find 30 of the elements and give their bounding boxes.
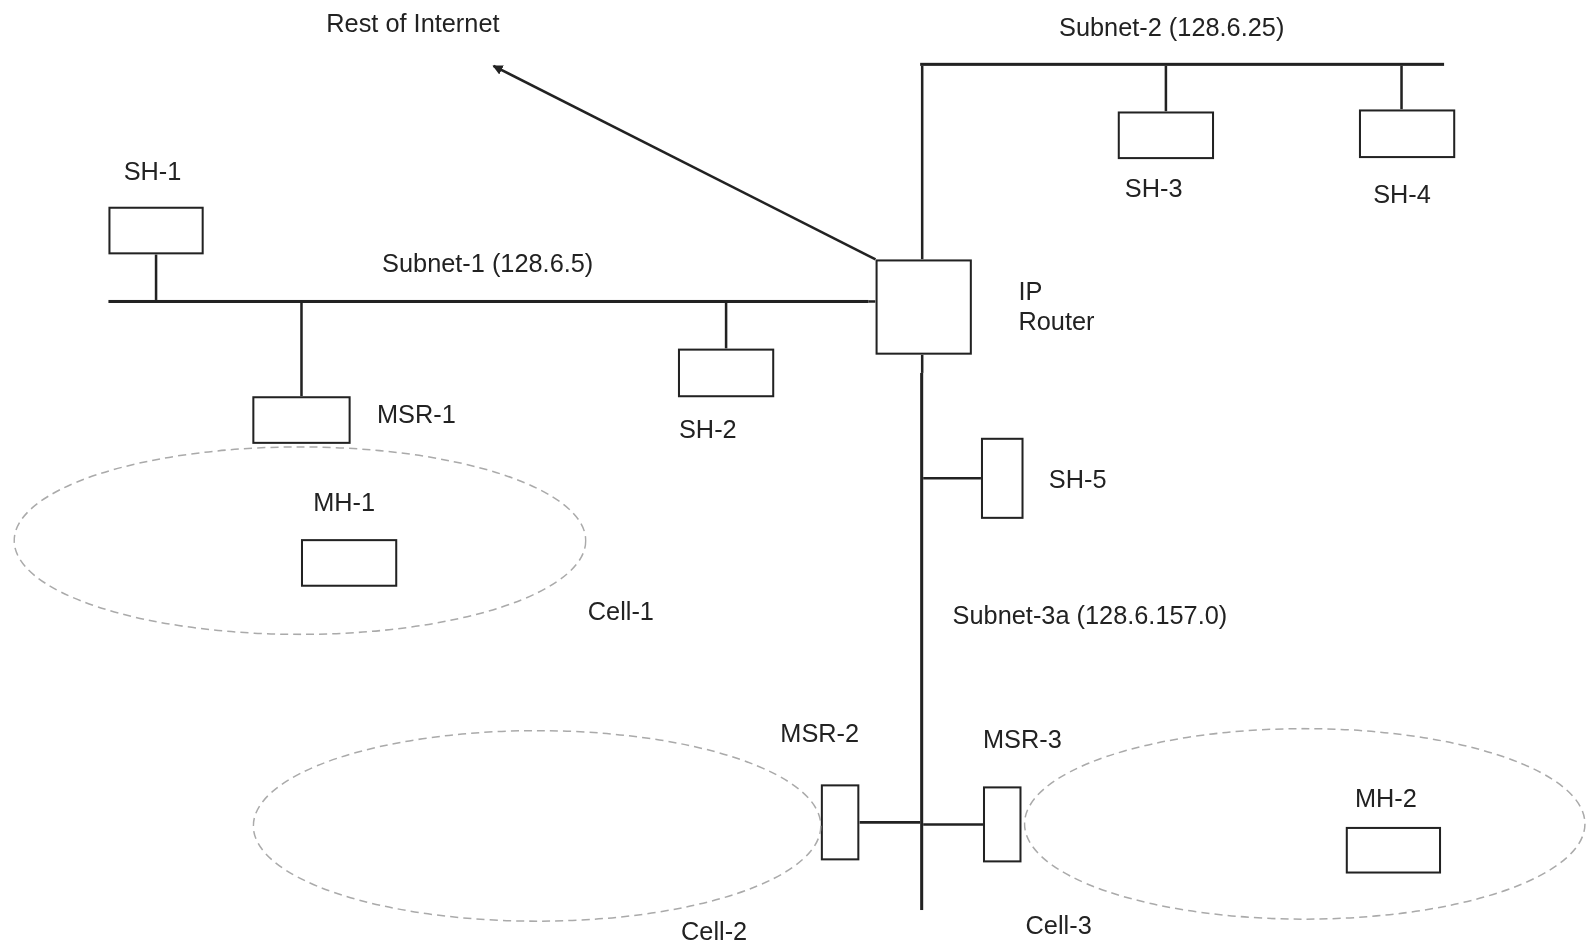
network-link bbox=[300, 303, 303, 397]
subnet-label: Subnet-1 (128.6.5) bbox=[382, 247, 594, 278]
subnet-label: Subnet-3a (128.6.157.0) bbox=[952, 599, 1228, 631]
network-link bbox=[923, 823, 983, 826]
network-link bbox=[1164, 65, 1168, 112]
host-label: MSR-3 bbox=[983, 723, 1062, 754]
host-label: MSR-1 bbox=[377, 398, 456, 429]
network-link bbox=[724, 303, 728, 349]
host-label: SH-2 bbox=[678, 413, 737, 444]
network-link bbox=[868, 300, 876, 303]
network-link bbox=[920, 354, 924, 373]
cell-label: Cell-3 bbox=[1025, 910, 1092, 941]
network-link bbox=[154, 254, 158, 300]
network-link bbox=[1400, 65, 1403, 110]
host-label: SH-1 bbox=[123, 156, 182, 187]
host-label: SH-4 bbox=[1373, 178, 1431, 209]
host-label: SH-3 bbox=[1124, 172, 1183, 203]
host-label: MSR-2 bbox=[780, 717, 860, 748]
host-label: MH-2 bbox=[1354, 782, 1417, 813]
network-link bbox=[859, 821, 921, 824]
cell-label: Cell-1 bbox=[587, 595, 654, 627]
destination-label: Rest of Internet bbox=[326, 8, 500, 39]
network-link bbox=[920, 65, 924, 260]
host-label: SH-5 bbox=[1048, 464, 1107, 495]
cell-label: Cell-2 bbox=[681, 916, 748, 947]
network-link bbox=[923, 477, 981, 480]
host-label: IP Router bbox=[1018, 275, 1096, 337]
arrow bbox=[492, 64, 877, 261]
host-label: MH-1 bbox=[313, 486, 376, 517]
subnet-label: Subnet-2 (128.6.25) bbox=[1059, 12, 1285, 43]
